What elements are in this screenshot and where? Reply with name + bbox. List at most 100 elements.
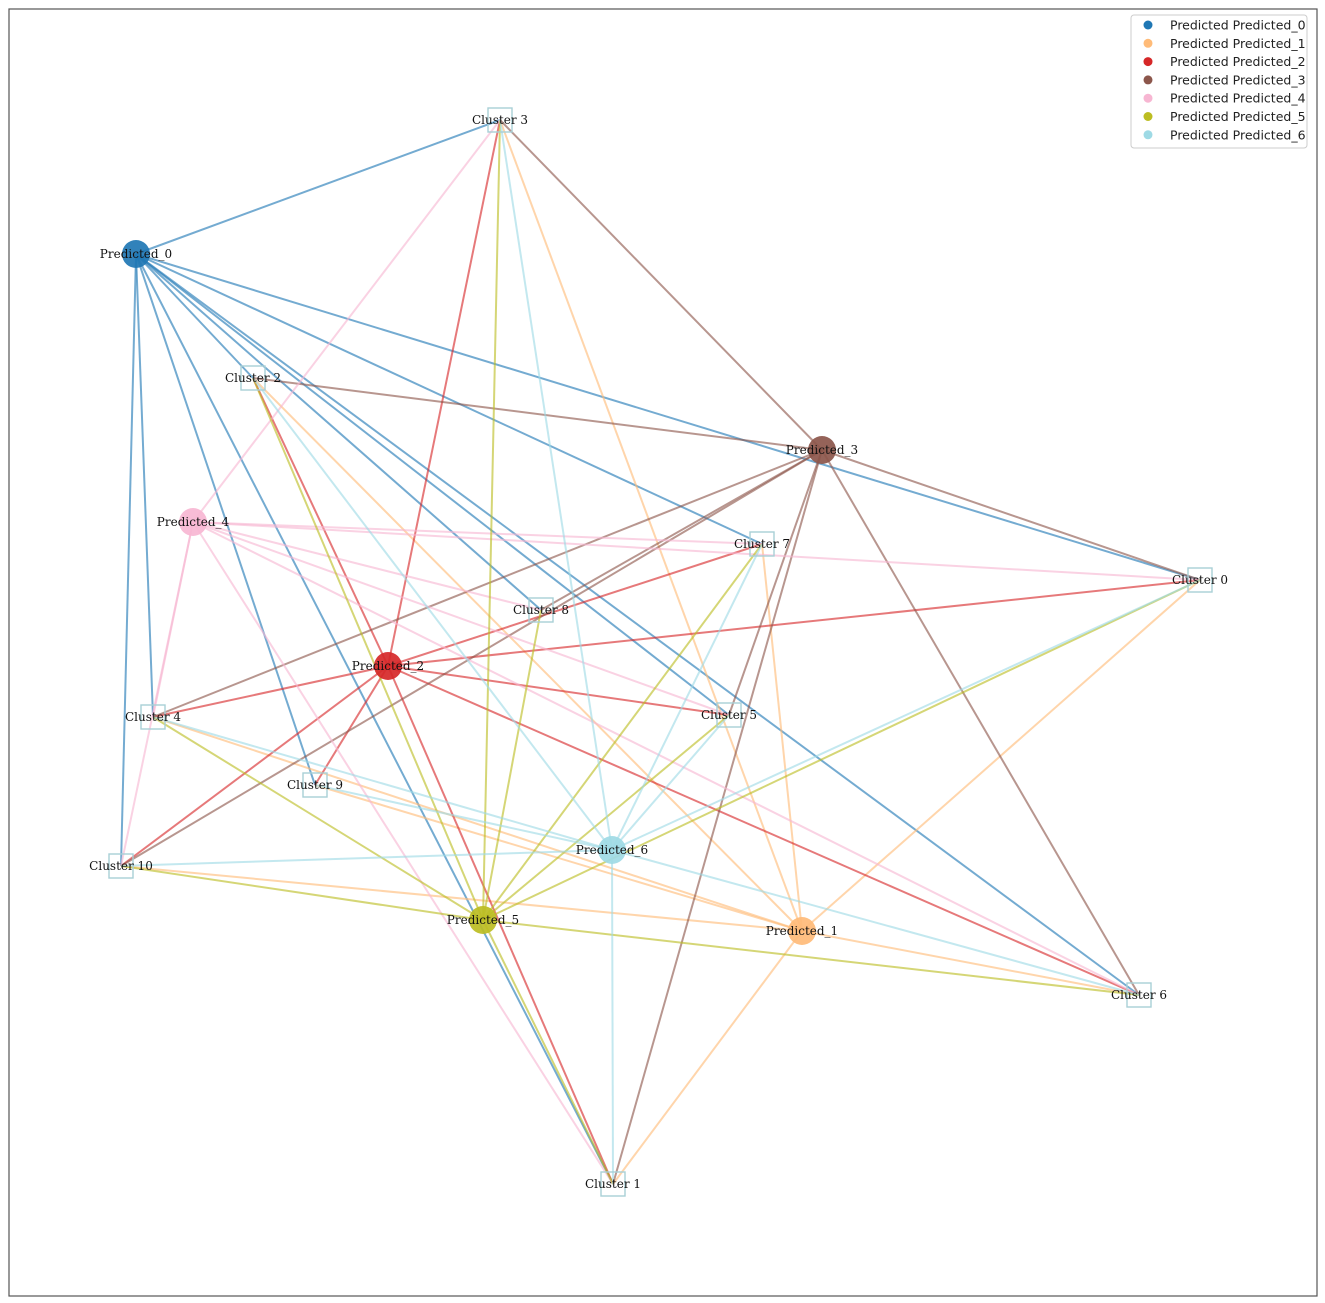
cluster-nodes-layer: [108, 107, 1213, 1197]
edge-predicted-5-cluster-4: [152, 716, 484, 921]
edge-predicted-4-cluster-7: [192, 521, 763, 545]
edges-layer: [120, 119, 1201, 1185]
edge-predicted-1-cluster-7: [761, 543, 803, 932]
edge-predicted-3-cluster-5: [728, 449, 823, 716]
edge-predicted-6-cluster-5: [611, 714, 730, 851]
edge-predicted-2-cluster-9: [314, 665, 389, 786]
cluster-node-cluster-10[interactable]: [108, 853, 134, 879]
edge-predicted-4-cluster-1: [192, 521, 614, 1185]
edge-predicted-2-cluster-2: [252, 377, 389, 667]
edge-predicted-4-cluster-0: [192, 521, 1201, 581]
edge-predicted-5-cluster-2: [252, 377, 484, 921]
cluster-label-cluster-7: Cluster 7: [734, 537, 790, 551]
legend-marker-predicted-2: [1143, 57, 1153, 67]
edge-predicted-4-cluster-3: [192, 119, 501, 523]
edge-predicted-5-cluster-0: [482, 579, 1201, 921]
legend-box: [1130, 14, 1308, 149]
predicted-node-predicted-6[interactable]: [598, 836, 626, 864]
edge-predicted-3-cluster-1: [612, 449, 823, 1185]
edge-predicted-6-cluster-6: [611, 849, 1140, 996]
edge-predicted-1-cluster-3: [499, 119, 803, 932]
predicted-node-predicted-3[interactable]: [808, 436, 836, 464]
predicted-node-predicted-4[interactable]: [179, 508, 207, 536]
cluster-label-cluster-6: Cluster 6: [1111, 988, 1167, 1002]
cluster-node-cluster-4[interactable]: [140, 704, 166, 730]
edge-predicted-3-cluster-3: [499, 119, 823, 451]
cluster-label-cluster-3: Cluster 3: [472, 113, 528, 127]
edge-predicted-3-cluster-0: [821, 449, 1201, 581]
cluster-label-cluster-0: Cluster 0: [1172, 573, 1228, 587]
edge-predicted-1-cluster-6: [801, 930, 1140, 996]
edge-predicted-6-cluster-2: [252, 377, 613, 851]
edge-predicted-6-cluster-10: [120, 849, 613, 867]
cluster-node-cluster-5[interactable]: [716, 702, 742, 728]
edge-predicted-1-cluster-1: [612, 930, 803, 1185]
cluster-node-cluster-1[interactable]: [600, 1171, 626, 1197]
legend-label-predicted-3: Predicted Predicted_3: [1170, 72, 1306, 87]
edge-predicted-6-cluster-0: [611, 579, 1201, 851]
legend-label-predicted-1: Predicted Predicted_1: [1170, 36, 1306, 51]
legend-marker-predicted-3: [1143, 75, 1153, 85]
legend-marker-predicted-6: [1143, 130, 1153, 140]
edge-predicted-1-cluster-4: [152, 716, 803, 932]
cluster-node-cluster-6[interactable]: [1126, 982, 1152, 1008]
edge-predicted-0-cluster-9: [135, 253, 316, 786]
cluster-label-cluster-8: Cluster 8: [513, 603, 569, 617]
predicted-node-predicted-1[interactable]: [788, 917, 816, 945]
edge-predicted-0-cluster-3: [135, 119, 501, 255]
edge-predicted-4-cluster-5: [192, 521, 730, 716]
legend-marker-predicted-5: [1143, 112, 1153, 121]
predicted-node-predicted-2[interactable]: [374, 652, 402, 680]
cluster-node-cluster-7[interactable]: [749, 531, 775, 557]
edge-predicted-0-cluster-4: [135, 253, 154, 718]
edge-predicted-5-cluster-10: [120, 865, 484, 921]
predicted-label-predicted-3: Predicted_3: [786, 443, 858, 457]
predicted-label-predicted-2: Predicted_2: [352, 659, 424, 673]
edge-predicted-0-cluster-8: [135, 253, 542, 611]
predicted-label-predicted-6: Predicted_6: [576, 843, 648, 857]
edge-predicted-0-cluster-2: [135, 253, 254, 379]
edge-predicted-3-cluster-10: [120, 449, 823, 867]
edge-predicted-6-cluster-1: [611, 849, 614, 1185]
edge-predicted-0-cluster-0: [135, 253, 1201, 581]
edge-predicted-6-cluster-3: [499, 119, 613, 851]
edge-predicted-0-cluster-7: [135, 253, 763, 545]
predicted-node-predicted-5[interactable]: [469, 906, 497, 934]
edge-predicted-5-cluster-8: [482, 609, 542, 921]
edge-predicted-6-cluster-7: [611, 543, 763, 851]
predicted-label-predicted-1: Predicted_1: [766, 924, 838, 938]
cluster-node-cluster-9[interactable]: [302, 772, 328, 798]
edge-predicted-0-cluster-1: [135, 253, 614, 1185]
edge-predicted-2-cluster-4: [152, 665, 389, 718]
edge-predicted-5-cluster-3: [482, 119, 501, 921]
edge-predicted-2-cluster-0: [387, 579, 1201, 667]
edge-predicted-6-cluster-4: [152, 716, 613, 851]
predicted-node-predicted-0[interactable]: [122, 240, 150, 268]
edge-predicted-5-cluster-5: [482, 714, 730, 921]
cluster-node-cluster-8[interactable]: [528, 597, 554, 623]
legend-marker-predicted-4: [1143, 93, 1153, 103]
edge-predicted-2-cluster-10: [120, 665, 389, 867]
predicted-label-predicted-4: Predicted_4: [157, 515, 230, 529]
edge-predicted-1-cluster-0: [801, 579, 1201, 932]
cluster-label-cluster-4: Cluster 4: [125, 710, 181, 724]
edge-predicted-5-cluster-7: [482, 543, 763, 921]
legend-label-predicted-0: Predicted Predicted_0: [1170, 18, 1306, 33]
predicted-nodes-layer: [122, 240, 836, 945]
legend-label-predicted-6: Predicted Predicted_6: [1170, 127, 1306, 142]
predicted-label-predicted-5: Predicted_5: [447, 913, 519, 927]
legend-marker-predicted-0: [1143, 20, 1153, 30]
cluster-node-cluster-2[interactable]: [240, 365, 266, 391]
legend-label-predicted-5: Predicted Predicted_5: [1170, 109, 1306, 124]
predicted-label-predicted-0: Predicted_0: [100, 247, 172, 261]
cluster-node-cluster-0[interactable]: [1187, 567, 1213, 593]
edge-predicted-3-cluster-2: [252, 377, 823, 451]
cluster-label-cluster-5: Cluster 5: [701, 708, 757, 722]
edge-predicted-4-cluster-6: [192, 521, 1140, 996]
cluster-node-cluster-3[interactable]: [487, 107, 513, 133]
plot-frame: [8, 8, 1318, 1297]
legend-marker-predicted-1: [1143, 38, 1153, 48]
